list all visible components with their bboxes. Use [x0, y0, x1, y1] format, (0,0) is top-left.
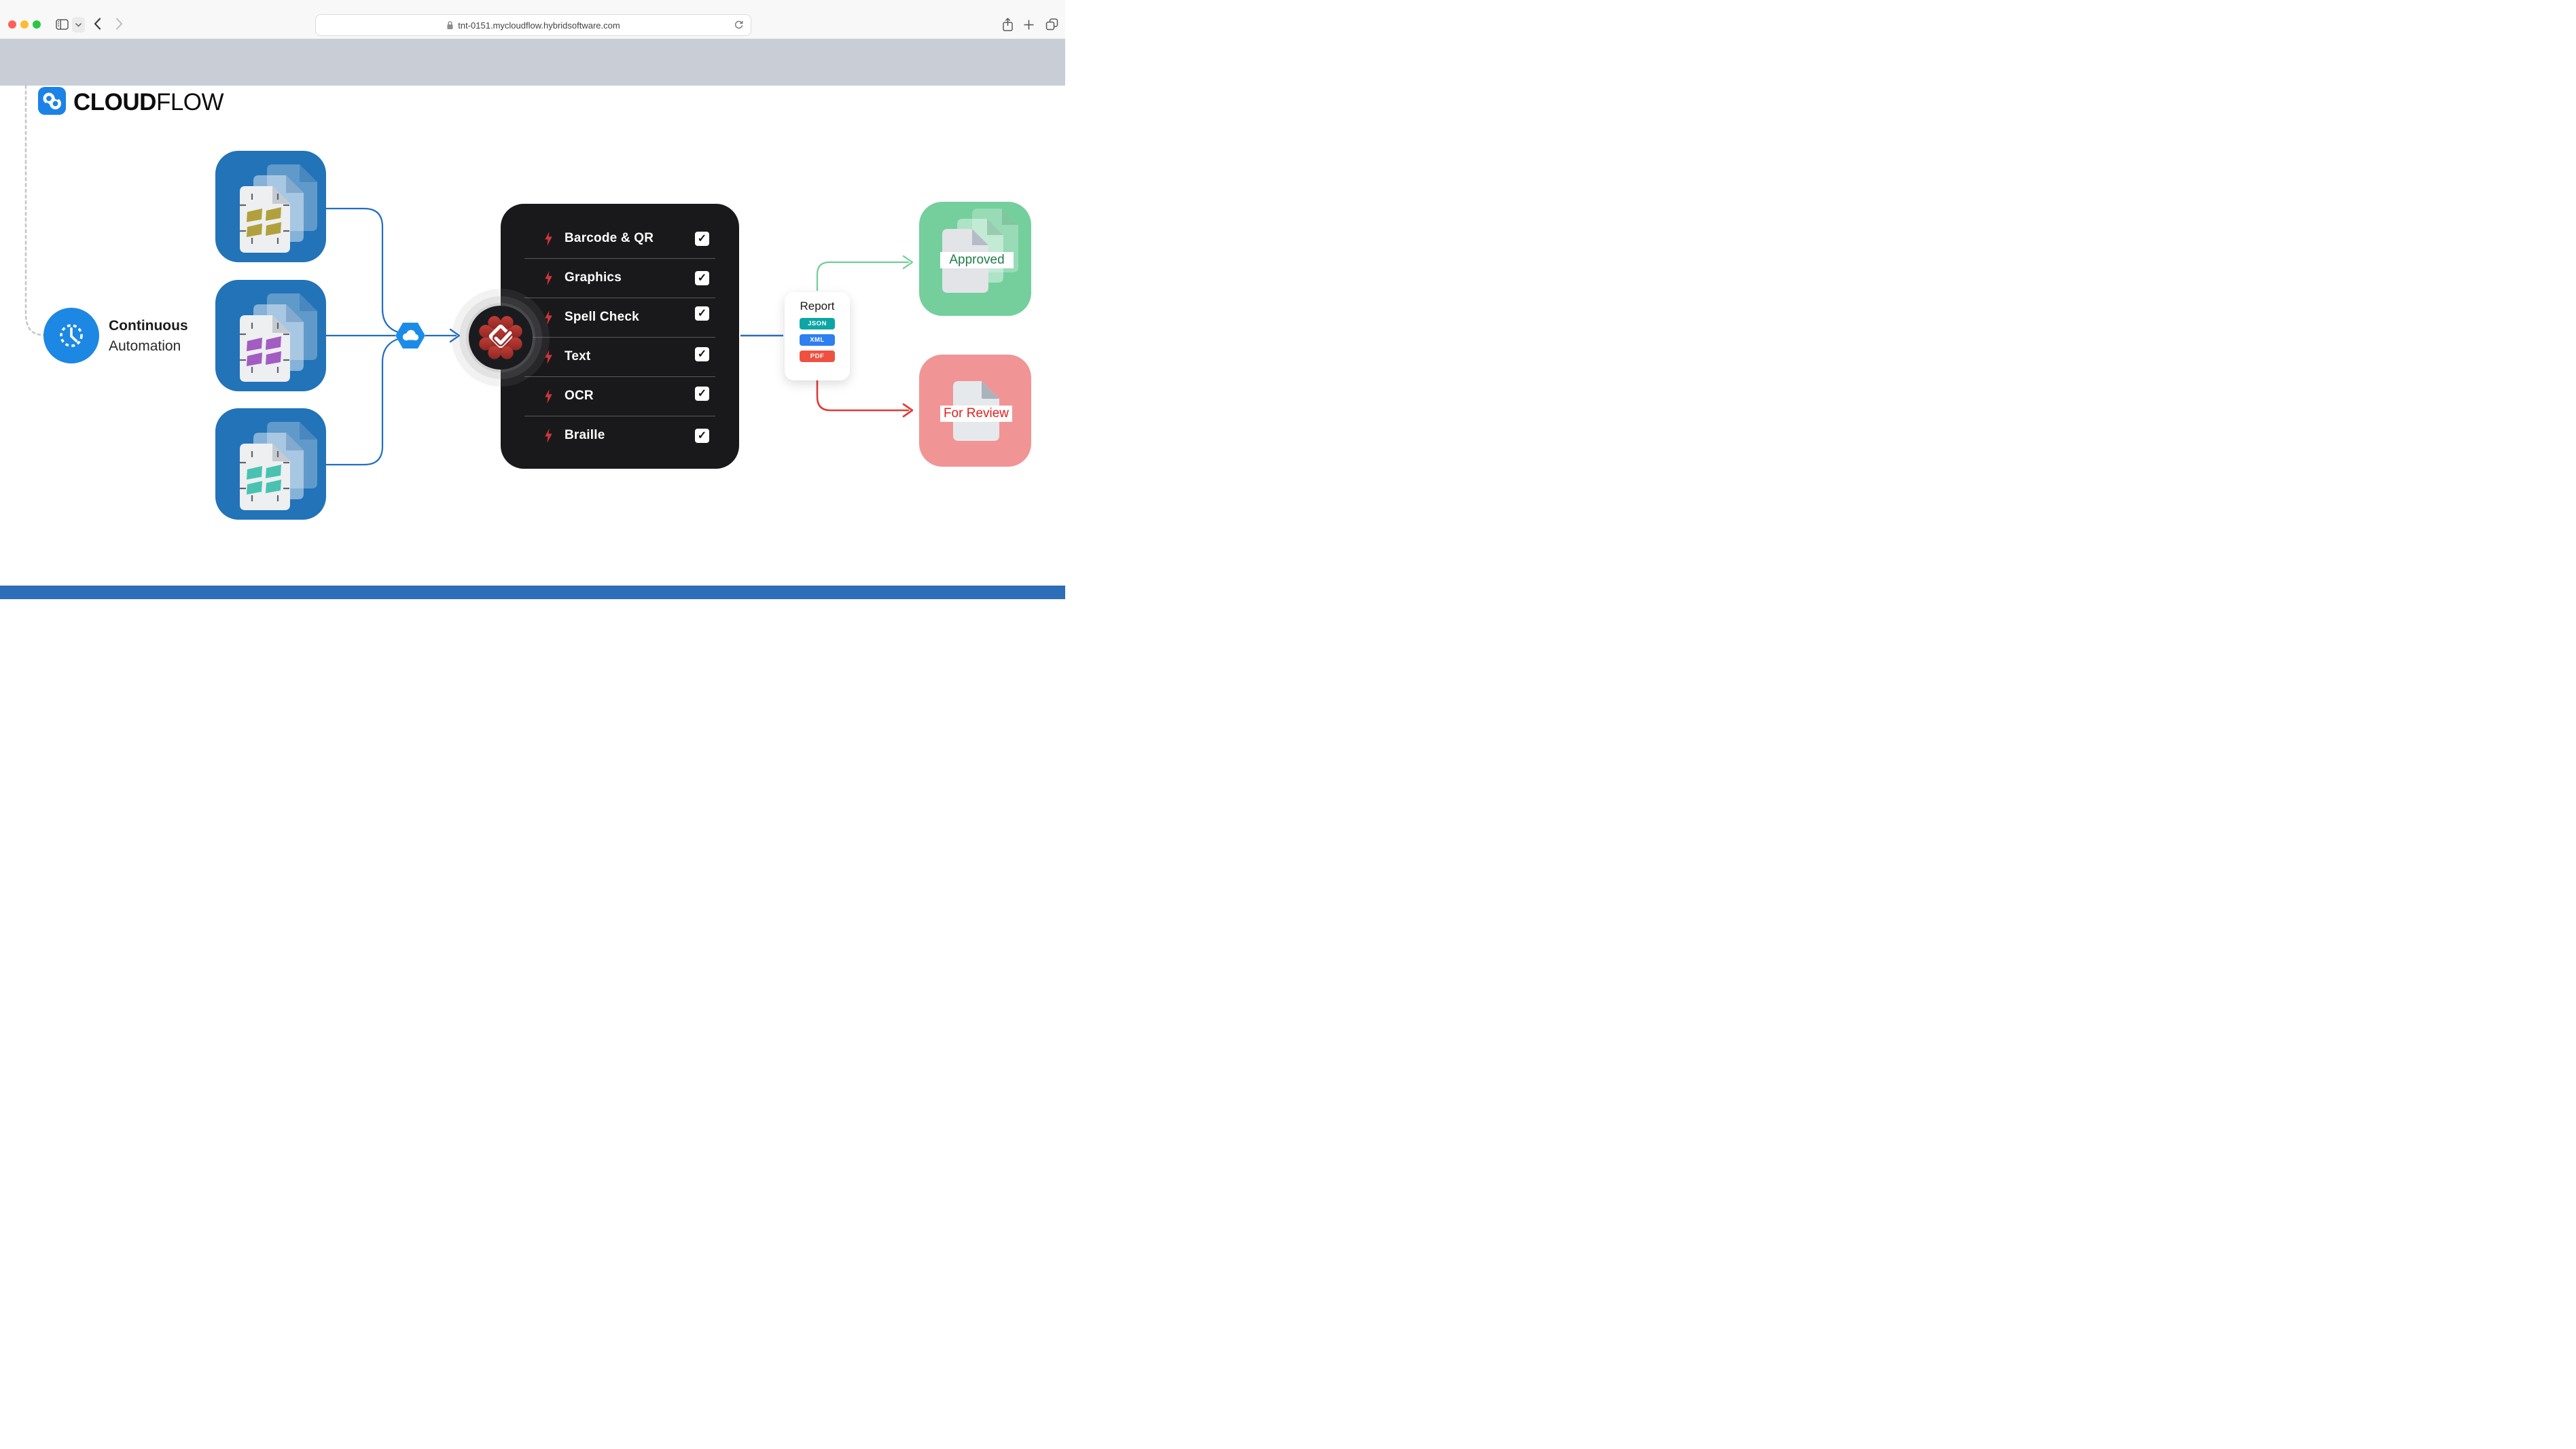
check-row-ocr: OCR ✓ — [544, 376, 709, 416]
trigger-label-line1: Continuous — [109, 318, 188, 334]
color-swatch — [247, 466, 262, 480]
lock-icon — [447, 21, 453, 29]
checkbox-checked-icon[interactable]: ✓ — [695, 346, 709, 361]
approved-banner: Approved — [940, 252, 1014, 268]
color-swatch — [247, 209, 262, 222]
brand-wordmark: CLOUDFLOW — [73, 89, 224, 116]
review-output-card: For Review — [919, 355, 1031, 467]
check-row-barcode: Barcode & QR ✓ — [544, 219, 709, 258]
format-badge-json[interactable]: JSON — [800, 318, 835, 329]
checkbox-checked-icon[interactable]: ✓ — [695, 270, 709, 285]
lightning-icon — [545, 270, 552, 285]
lightning-icon — [545, 389, 552, 404]
divider — [524, 258, 715, 259]
lightning-icon — [545, 231, 552, 246]
clock-icon — [60, 324, 83, 347]
lightning-icon — [545, 310, 552, 325]
forward-icon[interactable] — [115, 18, 123, 30]
divider — [524, 337, 715, 338]
zoom-window-button[interactable] — [33, 20, 41, 29]
chevron-down-icon — [75, 22, 82, 27]
checkbox-checked-icon[interactable]: ✓ — [695, 231, 709, 246]
check-label: Graphics — [565, 270, 622, 285]
checkbox-checked-icon[interactable]: ✓ — [695, 386, 709, 401]
input-batch-tile-1 — [215, 151, 326, 262]
trigger-label-line2: Automation — [109, 338, 181, 354]
url-text: tnt-0151.mycloudflow.hybridsoftware.com — [458, 20, 620, 31]
color-swatch — [266, 351, 281, 365]
processing-panel: Barcode & QR ✓ Graphics ✓ Spell Check ✓ … — [501, 204, 739, 469]
sidebar-icon[interactable] — [56, 19, 69, 30]
check-row-braille: Braille ✓ — [544, 416, 709, 455]
close-window-button[interactable] — [8, 20, 16, 29]
check-label: Spell Check — [565, 310, 639, 324]
app-window: tnt-0151.mycloudflow.hybridsoftware.com — [0, 0, 1065, 599]
brand-bold: CLOUD — [73, 89, 156, 115]
check-label: OCR — [565, 389, 594, 403]
color-swatch — [266, 465, 281, 478]
approved-output-card: Approved — [919, 202, 1031, 316]
input-batch-tile-3 — [215, 408, 326, 520]
review-banner: For Review — [940, 406, 1012, 422]
report-format-list: JSON XML PDF — [800, 318, 835, 362]
check-row-text: Text ✓ — [544, 337, 709, 376]
color-swatch — [266, 222, 281, 236]
share-icon[interactable] — [1002, 17, 1014, 32]
color-swatch — [266, 207, 281, 221]
checkbox-checked-icon[interactable]: ✓ — [695, 306, 709, 321]
browser-toolbar: tnt-0151.mycloudflow.hybridsoftware.com — [0, 0, 1065, 39]
color-swatch — [247, 353, 262, 366]
app-header: CLOUDFLOW — [0, 39, 1065, 115]
check-row-graphics: Graphics ✓ — [544, 258, 709, 298]
lightning-icon — [545, 349, 552, 364]
cloud-hexagon-node — [395, 323, 425, 348]
continuous-automation-node — [43, 308, 99, 363]
sidebar-menu-button[interactable] — [72, 17, 85, 33]
lightning-icon — [545, 428, 552, 443]
report-card: Report JSON XML PDF — [785, 292, 850, 380]
color-swatch — [247, 338, 262, 351]
divider — [524, 376, 715, 377]
format-badge-xml[interactable]: XML — [800, 334, 835, 346]
footer-band — [0, 586, 1065, 599]
color-swatch — [247, 481, 262, 495]
new-tab-icon[interactable] — [1023, 19, 1035, 31]
check-label: Barcode & QR — [565, 231, 654, 245]
address-bar[interactable]: tnt-0151.mycloudflow.hybridsoftware.com — [315, 14, 751, 36]
checkbox-checked-icon[interactable]: ✓ — [695, 428, 709, 443]
brand-light: FLOW — [156, 89, 224, 115]
back-icon[interactable] — [94, 18, 101, 30]
color-swatch — [266, 336, 281, 350]
report-title: Report — [800, 300, 835, 312]
check-label: Text — [565, 349, 591, 363]
tab-overview-icon[interactable] — [1045, 18, 1059, 31]
check-label: Braille — [565, 428, 605, 442]
color-swatch — [247, 223, 262, 237]
format-badge-pdf[interactable]: PDF — [800, 351, 835, 362]
input-batch-tile-2 — [215, 280, 326, 391]
check-row-spellcheck: Spell Check ✓ — [544, 298, 709, 337]
minimize-window-button[interactable] — [20, 20, 29, 29]
cloudflow-logo-icon — [38, 87, 66, 115]
color-swatch — [266, 480, 281, 493]
reload-icon[interactable] — [734, 20, 744, 31]
